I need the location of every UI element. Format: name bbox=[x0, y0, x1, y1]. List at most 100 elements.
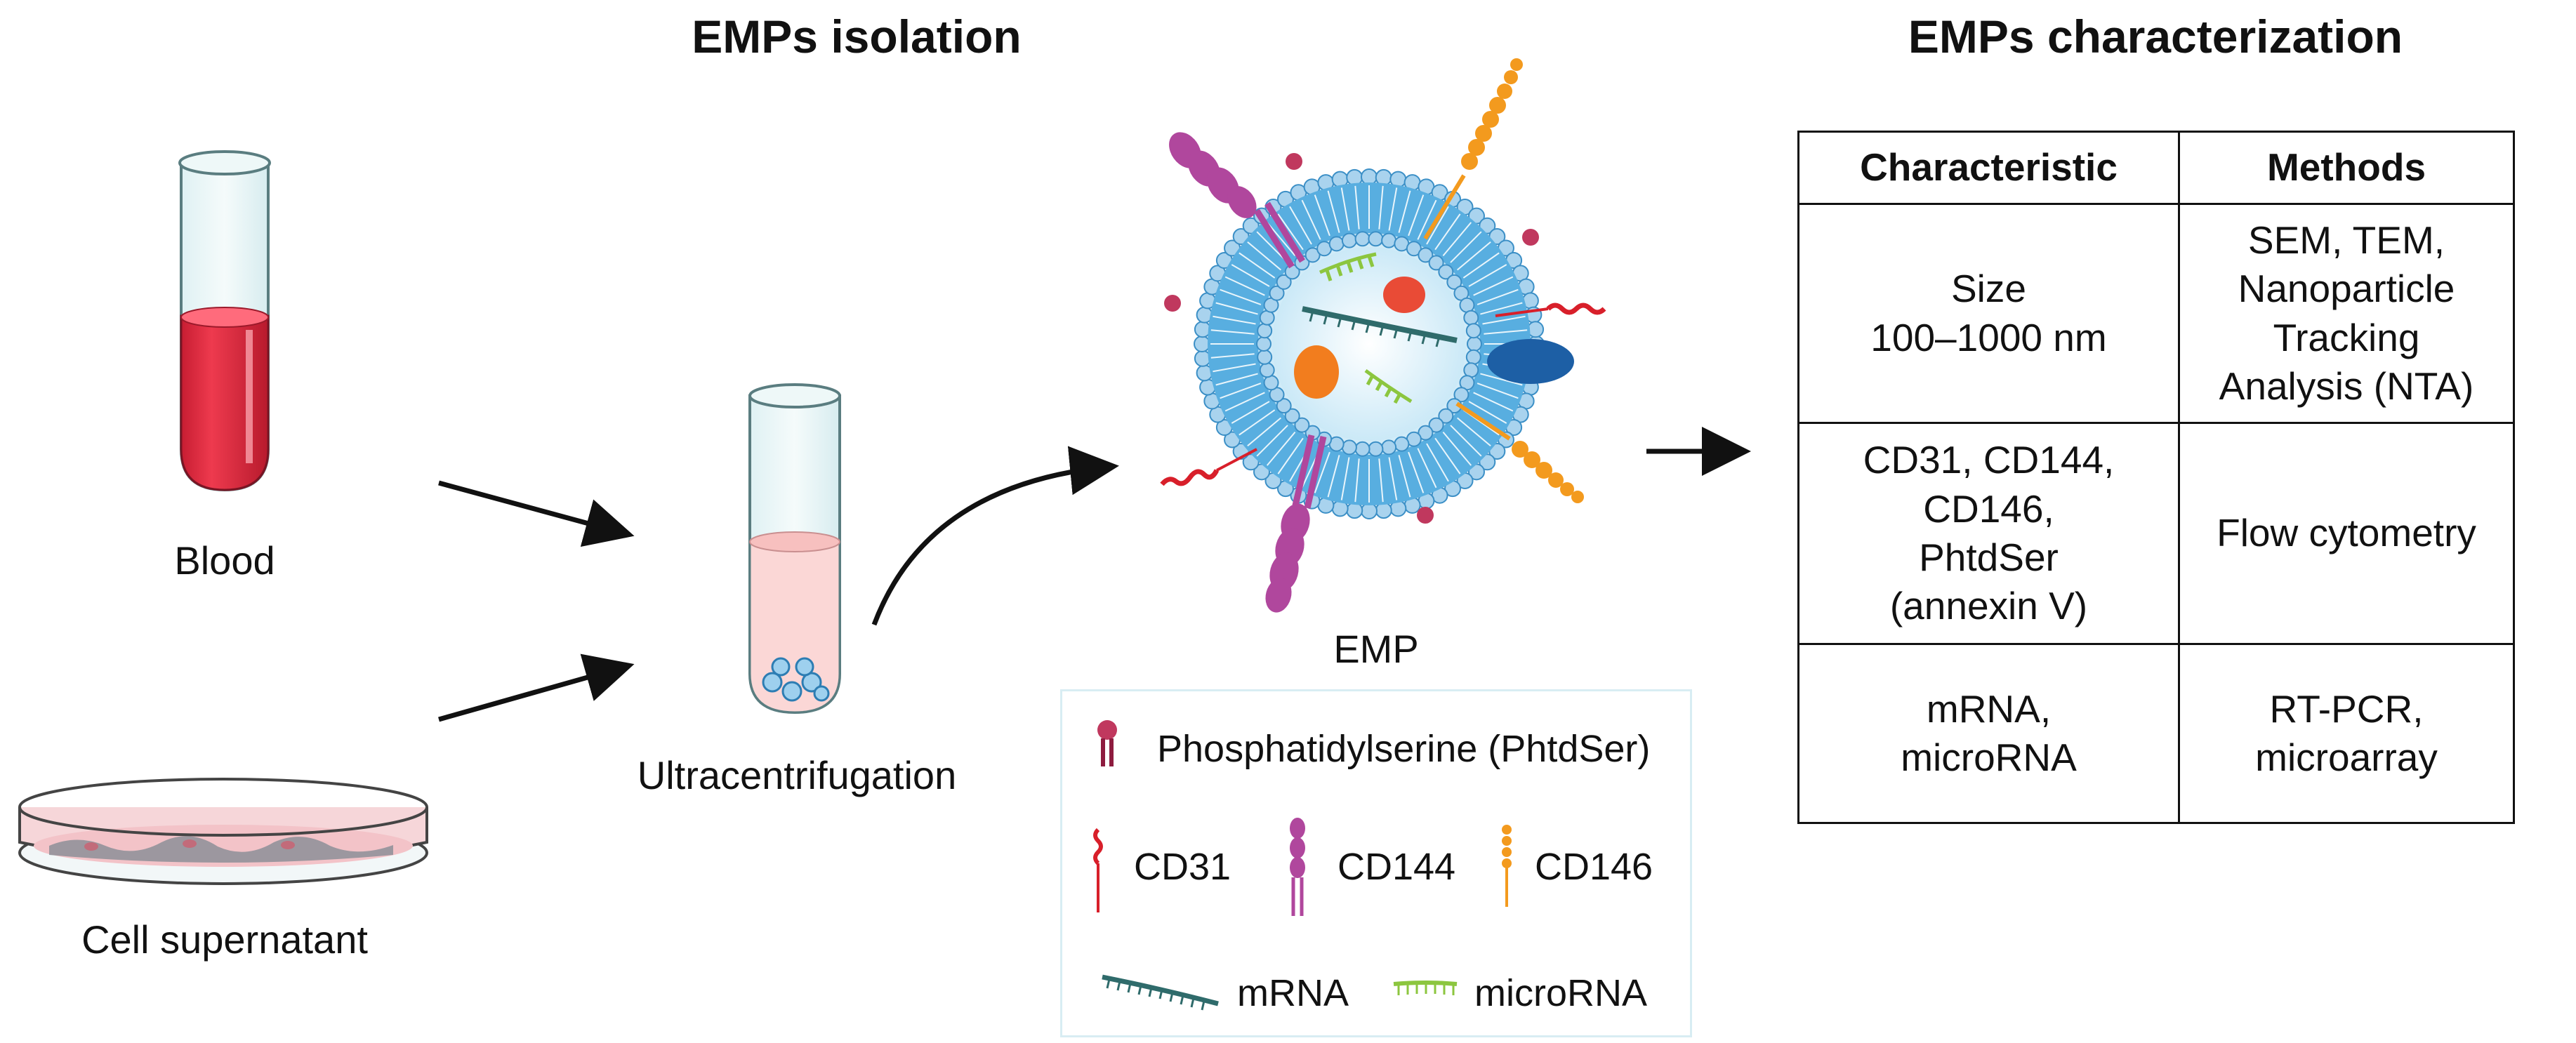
lipid-tail bbox=[1450, 425, 1482, 457]
lipid-head bbox=[1381, 232, 1397, 248]
lipid-head bbox=[1304, 247, 1321, 263]
lipid-head bbox=[1284, 408, 1300, 424]
table-row: Size 100–1000 nm SEM, TEM, Nanoparticle … bbox=[1797, 203, 2515, 424]
lipid-tail bbox=[1327, 190, 1340, 233]
microrna-icon bbox=[1364, 368, 1413, 404]
lipid-tail bbox=[1224, 276, 1265, 296]
lipid-tail bbox=[1314, 194, 1330, 237]
lipid-tail bbox=[1434, 213, 1461, 251]
legend-cd146-icon bbox=[1502, 825, 1512, 907]
protein-cargo-icon bbox=[1383, 277, 1425, 313]
lipid-tail bbox=[1354, 185, 1360, 230]
lipid-head bbox=[1276, 398, 1292, 414]
centrifuge-tube-icon bbox=[748, 383, 841, 715]
cd144-marker-icon bbox=[1169, 132, 1305, 269]
lipid-tail bbox=[1239, 409, 1276, 436]
legend-mrna-icon bbox=[1102, 974, 1219, 1011]
header-characteristic: Characteristic bbox=[1797, 131, 2180, 205]
cell-text: microarray bbox=[2255, 736, 2438, 779]
lipid-tail bbox=[1224, 392, 1265, 412]
ultracentrifugation-label: Ultracentrifugation bbox=[637, 753, 957, 797]
cell-text: 100–1000 nm bbox=[1870, 315, 2107, 359]
header-methods: Methods bbox=[2178, 131, 2515, 205]
lipid-head bbox=[1341, 232, 1357, 248]
lipid-tail bbox=[1277, 437, 1304, 474]
cell-text: microRNA bbox=[1901, 736, 2077, 779]
lipid-head bbox=[1418, 425, 1434, 441]
cd31-marker-icon bbox=[1546, 303, 1606, 315]
arrow-blood-to-tube bbox=[438, 480, 635, 547]
lipid-tail bbox=[1210, 353, 1255, 359]
lipid-tail bbox=[1468, 264, 1507, 287]
lipid-head bbox=[1438, 264, 1454, 280]
inner-lipid-heads bbox=[1256, 231, 1482, 457]
lipid-tail bbox=[1220, 383, 1262, 399]
lipid-head bbox=[1479, 453, 1496, 471]
lipid-head bbox=[1467, 336, 1482, 352]
lipid-tail bbox=[1456, 417, 1491, 447]
cell-text: Tracking bbox=[2273, 315, 2420, 359]
lipid-tail bbox=[1473, 392, 1514, 412]
lipid-tail bbox=[1215, 373, 1258, 386]
lipid-head bbox=[1446, 274, 1462, 290]
cell-text: PhtdSer bbox=[1919, 536, 2059, 579]
lipid-head bbox=[1368, 231, 1384, 247]
lipid-tail bbox=[1398, 190, 1411, 233]
isolation-title: EMPs isolation bbox=[692, 11, 1022, 62]
characterization-title: EMPs characterization bbox=[1908, 11, 2403, 62]
lipid-tail bbox=[1247, 417, 1282, 447]
lipid-tail bbox=[1477, 288, 1519, 305]
lipid-tail bbox=[1314, 451, 1330, 493]
lipid-head bbox=[1361, 503, 1378, 519]
lipid-tail bbox=[1426, 443, 1449, 482]
lipid-head bbox=[1428, 255, 1444, 271]
legend-cd31-label: CD31 bbox=[1134, 846, 1231, 888]
lipid-head bbox=[1294, 417, 1310, 433]
lipid-tail bbox=[1378, 185, 1384, 230]
characteristic-cell: mRNA, microRNA bbox=[1797, 643, 2180, 824]
cell-text: Size bbox=[1951, 267, 2026, 311]
lipid-tails bbox=[1210, 185, 1528, 503]
cell-text: RT-PCR, bbox=[2269, 686, 2424, 731]
lipid-head bbox=[1394, 436, 1410, 452]
lipid-tail bbox=[1442, 431, 1472, 466]
legend-microrna-icon bbox=[1393, 981, 1458, 995]
lipid-tail bbox=[1231, 401, 1270, 424]
lipid-tail bbox=[1480, 302, 1523, 315]
legend-panel bbox=[1060, 689, 1692, 1037]
table-header-row: Characteristic Methods bbox=[1797, 131, 2515, 205]
cd144-marker-icon bbox=[1265, 434, 1327, 613]
lipid-head bbox=[1438, 408, 1454, 424]
cell-text: Nanoparticle bbox=[2238, 267, 2455, 311]
lipid-tail bbox=[1213, 363, 1256, 373]
lipid-head bbox=[1256, 336, 1272, 352]
lipid-tail bbox=[1473, 276, 1514, 296]
lipid-head bbox=[1276, 274, 1292, 290]
lipid-tail bbox=[1484, 329, 1528, 335]
lipid-tail bbox=[1340, 187, 1350, 231]
lipid-tail bbox=[1327, 455, 1340, 498]
emp-label: EMP bbox=[1333, 627, 1419, 671]
lipid-tail bbox=[1480, 373, 1523, 386]
lipid-tail bbox=[1417, 448, 1437, 489]
lipid-tail bbox=[1256, 425, 1288, 457]
lipid-tail bbox=[1388, 187, 1398, 231]
lipid-head bbox=[1368, 441, 1384, 457]
cd146-marker-icon bbox=[1455, 401, 1584, 503]
lipid-tail bbox=[1378, 458, 1384, 503]
lipid-tail bbox=[1450, 231, 1482, 263]
cell-text: CD31, CD144, bbox=[1863, 438, 2115, 482]
lipid-head bbox=[1406, 241, 1422, 257]
lipid-tail bbox=[1388, 457, 1398, 500]
lipid-head bbox=[1463, 310, 1479, 326]
lipid-tail bbox=[1417, 199, 1437, 240]
lipid-tail bbox=[1482, 315, 1526, 325]
lipid-head bbox=[1257, 349, 1273, 365]
petri-dish-icon bbox=[18, 778, 428, 885]
legend-mrna-label: mRNA bbox=[1237, 972, 1349, 1014]
arrow-supernatant-to-tube bbox=[438, 653, 635, 722]
methods-cell: SEM, TEM, Nanoparticle Tracking Analysis… bbox=[2178, 203, 2515, 424]
lipid-tail bbox=[1213, 315, 1256, 325]
lipid-tail bbox=[1477, 383, 1519, 399]
lipid-tail bbox=[1210, 329, 1255, 335]
